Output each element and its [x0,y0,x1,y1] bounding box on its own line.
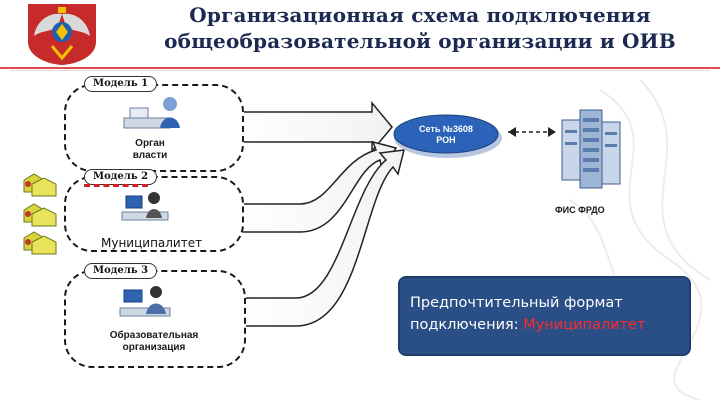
network-label: Сеть №3608 РОН [394,124,498,146]
model-3-tag: Модель 3 [84,263,158,279]
network-org: РОН [436,135,456,145]
server-stack-icon [561,109,621,189]
model-1-caption-line1: Орган [135,138,165,149]
model-1-caption: Орган власти [110,138,190,162]
official-desk-icon [123,97,180,129]
model-3-caption: Образовательная организация [94,330,214,354]
model-3-caption-line2: организация [122,342,186,353]
preferred-format-highlight: Муниципалитет [523,317,646,333]
network-name: Сеть №3608 [419,124,473,134]
model-3-caption-line1: Образовательная [109,330,199,341]
preferred-format-text: Предпочтительный формат подключения: [410,295,623,333]
preferred-format-panel: Предпочтительный формат подключения: Мун… [398,276,691,356]
title-divider-thin [10,70,710,71]
model-1-caption-line2: власти [132,150,168,161]
title-divider [0,67,720,69]
emblem-logo [28,4,96,65]
model-1-tag: Модель 1 [84,76,158,92]
title-line-1: Организационная схема подключения [189,3,651,27]
network-cloud [393,114,499,154]
school-buildings-icon [23,173,57,255]
title-line-2: общеобразовательной организации и ОИВ [164,29,676,53]
model-2-highlight-line [84,184,148,190]
school-desk-icon [119,286,171,317]
arrow-model3-to-network [243,149,405,327]
server-label: ФИС ФРДО [555,205,605,215]
model-2-tag: Модель 2 [84,169,158,185]
municipal-desk-icon [121,192,169,221]
arrow-model1-to-network [231,100,393,154]
municipality-label: Муниципалитет [98,236,206,250]
page-title: Организационная схема подключения общеоб… [120,2,720,54]
